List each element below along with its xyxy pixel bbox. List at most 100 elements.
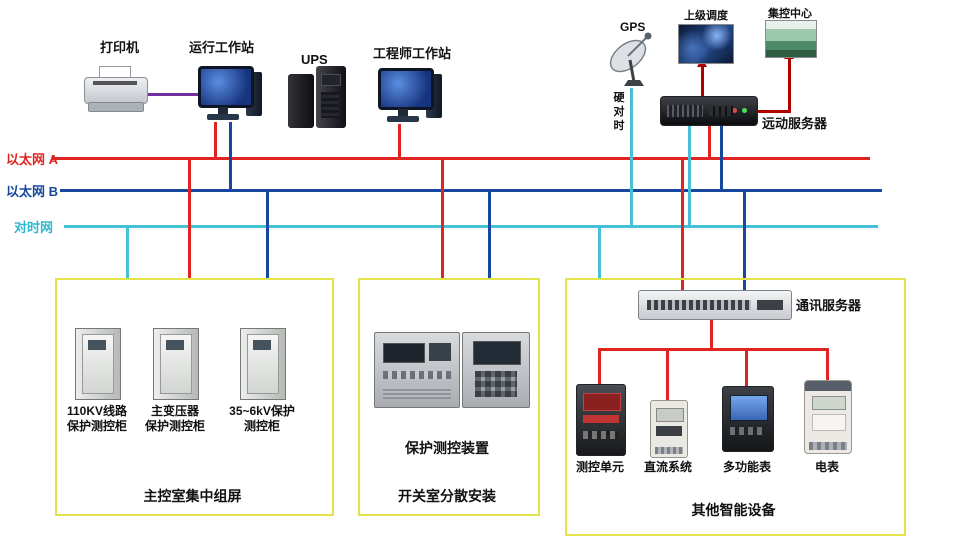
a-to-commserver-line (681, 159, 684, 292)
multifunction-meter-device (722, 386, 774, 452)
cabinet-35-6kv (240, 328, 286, 400)
cabinet-transformer (153, 328, 199, 400)
remote-server-ports (709, 106, 733, 116)
remote-server-led-green (742, 108, 747, 113)
mc-unit-buttons (583, 431, 619, 439)
protection-device-1 (374, 332, 460, 408)
printer-device (84, 66, 148, 112)
ethernet-a-label: 以太网 A (6, 152, 59, 167)
server-to-timenet-line (688, 124, 691, 226)
protection-device-1-buttons (383, 371, 451, 379)
printer-label: 打印机 (100, 40, 140, 55)
middle-group-box (358, 278, 540, 516)
energy-meter-device (804, 380, 852, 454)
energy-meter-lcd (812, 396, 846, 410)
operator-ws-to-b-line (229, 122, 232, 190)
server-to-control-line-v (788, 56, 791, 113)
ups-label: UPS (301, 52, 328, 67)
gps-label: GPS (620, 20, 646, 34)
comm-server-device (638, 290, 792, 320)
server-to-b-line (720, 124, 723, 190)
ups-display (321, 74, 341, 86)
middle-box-title: 开关室分散安装 (398, 488, 496, 504)
printer-tray (88, 102, 144, 112)
server-to-dispatch-line (701, 64, 704, 96)
printer-link-line (144, 93, 200, 96)
protection-device-label: 保护测控装置 (405, 440, 489, 456)
engineer-ws-screen (378, 68, 434, 110)
b-to-leftbox-line (266, 191, 269, 278)
distribution-line (598, 348, 829, 351)
protection-device-2-screen (473, 341, 521, 365)
mc-unit-label: 测控单元 (575, 460, 624, 474)
timenet-to-rightbox-line (598, 227, 601, 278)
protection-device-1-panel (429, 343, 451, 361)
timenet-to-leftbox-line (126, 227, 129, 278)
mc-unit-led-band (583, 415, 619, 423)
ups-device (288, 66, 346, 128)
cabinet-110kv-label: 110KV线路 保护测控柜 (66, 404, 128, 433)
dc-system-lcd (656, 408, 684, 422)
remote-server-led-red (732, 108, 737, 113)
ethernet-b-label: 以太网 B (6, 184, 59, 199)
comm-server-panel (757, 300, 783, 310)
energy-meter-nameplate (812, 414, 846, 431)
operator-ws-neck (218, 107, 228, 114)
mc-unit-device (576, 384, 626, 456)
time-net-label: 对时网 (14, 220, 54, 235)
engineer-workstation-device (378, 68, 442, 126)
multifunction-meter-buttons (730, 427, 766, 435)
dc-system-terminals (655, 447, 683, 454)
right-group-box (565, 278, 906, 536)
mc-unit-display (583, 393, 621, 411)
operator-ws-base (207, 114, 239, 120)
gps-antenna-icon (604, 30, 662, 90)
energy-meter-label: 电表 (814, 460, 839, 474)
multifunction-meter-label: 多功能表 (722, 460, 771, 474)
printer-slot (93, 81, 137, 85)
multifunction-meter-lcd (730, 395, 768, 421)
comm-server-label: 通讯服务器 (796, 298, 862, 313)
a-to-leftbox-line (188, 159, 191, 278)
drop-to-dc-line (666, 350, 669, 400)
ethernet-b-bus-line (60, 189, 882, 192)
drop-to-emeter-line (826, 350, 829, 380)
engineer-ws-neck (398, 109, 408, 116)
cabinet-110kv-screen (88, 340, 106, 350)
a-to-midbox-line (441, 159, 444, 278)
drop-to-mfmeter-line (745, 350, 748, 386)
engineer-ws-to-a-line (398, 124, 401, 158)
protection-device-2-keypad (475, 371, 517, 397)
cabinet-35-6kv-label: 35~6kV保护 测控柜 (229, 404, 295, 433)
comm-server-ports (647, 300, 751, 310)
cabinet-transformer-screen (166, 340, 184, 350)
right-box-title: 其他智能设备 (691, 502, 776, 518)
protection-device-1-vents (383, 387, 451, 399)
time-net-bus-line (64, 225, 878, 228)
remote-server-vents (667, 105, 703, 117)
operator-ws-screen (198, 66, 254, 108)
hard-time-sync-label: 硬 对 时 (613, 92, 625, 132)
ups-vents (321, 92, 339, 118)
server-to-control-line-h (748, 110, 791, 113)
remote-server-label: 远动服务器 (762, 116, 828, 131)
b-to-midbox-line (488, 191, 491, 278)
protection-device-1-screen (383, 343, 425, 363)
energy-meter-terminals (809, 442, 847, 450)
dispatch-photo (678, 24, 734, 64)
drop-to-mcunit-line (598, 350, 601, 384)
ethernet-a-bus-line (52, 157, 870, 160)
ups-tower-small (288, 74, 314, 128)
dc-system-panel (656, 426, 682, 436)
commserver-drop-line (710, 318, 713, 350)
engineer-ws-base (387, 116, 419, 122)
gps-to-timenet-line (630, 88, 633, 226)
remote-server-device (660, 96, 758, 126)
cabinet-35-6kv-screen (253, 340, 271, 350)
control-center-label: 集控中心 (768, 8, 812, 20)
b-to-commserver-line (743, 191, 746, 292)
engineer-ws-label: 工程师工作站 (373, 46, 452, 61)
energy-meter-top-strip (805, 381, 851, 391)
dc-system-device (650, 400, 688, 458)
